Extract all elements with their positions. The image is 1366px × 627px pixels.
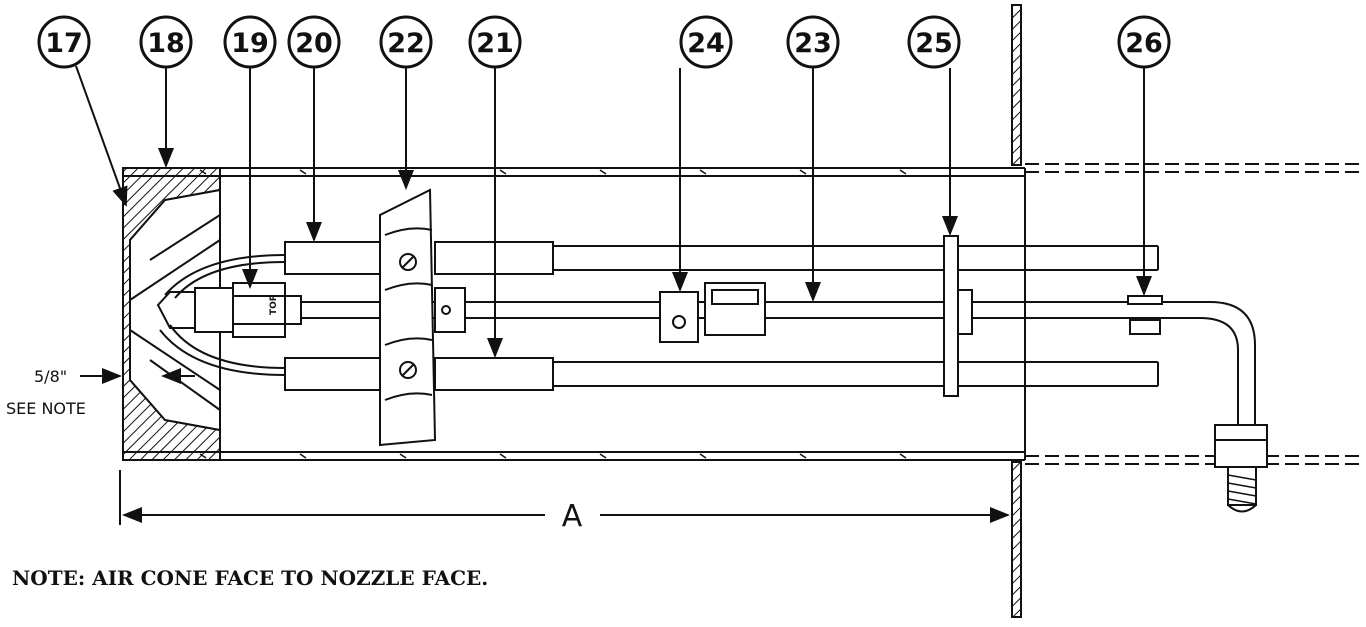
- callout-circle-21: [468, 15, 522, 69]
- callout-circle-22: [379, 15, 433, 69]
- callout-label-17: 17: [45, 28, 83, 59]
- callout-circle-20: [287, 15, 341, 69]
- leader-lines: [75, 65, 1152, 358]
- callout-label-24: 24: [687, 28, 725, 59]
- callout-label-23: 23: [794, 28, 832, 59]
- lower-electrode-insulator: [284, 357, 1159, 391]
- callout-circle-23: [786, 15, 840, 69]
- callout-label-22: 22: [387, 28, 425, 59]
- air-tube: [123, 167, 1026, 461]
- dimension-a-line: [119, 470, 1010, 525]
- nozzle-top-marking: TOP: [269, 294, 279, 315]
- callout-circle-24: [679, 15, 733, 69]
- mounting-wall: [1011, 4, 1022, 618]
- callout-circle-18: [139, 15, 193, 69]
- callout-circle-26: [1117, 15, 1171, 69]
- callout-label-25: 25: [915, 28, 953, 59]
- electrode-clamp: [659, 282, 766, 343]
- callout-circle-25: [907, 15, 961, 69]
- mounting-bracket: [943, 235, 973, 397]
- retention-head: [379, 188, 466, 447]
- nozzle: [156, 282, 302, 338]
- outer-casing: [1025, 163, 1362, 465]
- callout-circle-17: [37, 15, 91, 69]
- callout-circle-19: [223, 15, 277, 69]
- offset-dimension-value: 5/8": [34, 367, 67, 386]
- offset-dimension-note: SEE NOTE: [6, 399, 86, 418]
- assembly-note: NOTE: AIR CONE FACE TO NOZZLE FACE.: [12, 566, 488, 590]
- callout-label-19: 19: [231, 28, 269, 59]
- electrode-wires: [159, 254, 286, 376]
- callout-label-20: 20: [295, 28, 333, 59]
- callout-label-21: 21: [476, 28, 514, 59]
- dimension-a-label: A: [562, 499, 583, 534]
- callout-label-26: 26: [1125, 28, 1163, 59]
- callout-label-18: 18: [147, 28, 185, 59]
